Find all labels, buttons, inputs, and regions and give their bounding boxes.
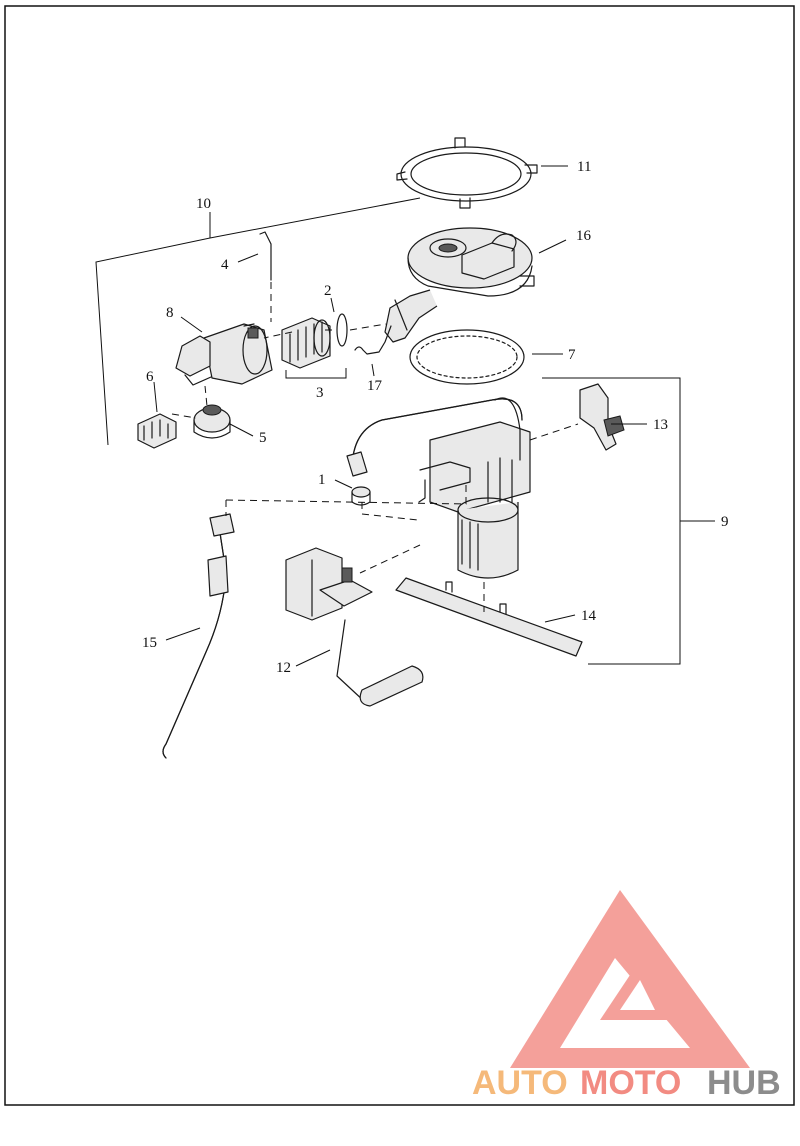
part-16-flange bbox=[384, 227, 535, 343]
callout-8: 8 bbox=[166, 305, 174, 321]
part-13-level-sender bbox=[579, 383, 625, 451]
callout-1: 1 bbox=[318, 472, 326, 488]
bracket-10 bbox=[95, 197, 421, 446]
watermark-moto: MOTO bbox=[580, 1064, 681, 1102]
part-8-filter-housing bbox=[175, 323, 273, 386]
assembly-paths bbox=[171, 323, 579, 612]
callout-10: 10 bbox=[196, 196, 211, 212]
callout-17: 17 bbox=[367, 378, 383, 394]
page-frame bbox=[4, 5, 795, 1106]
watermark-logo: AUTO MOTO HUB bbox=[472, 890, 781, 1102]
part-9-pump-assembly bbox=[346, 397, 531, 579]
callout-6: 6 bbox=[146, 369, 154, 385]
part-14-bracket bbox=[395, 577, 583, 657]
callout-11: 11 bbox=[577, 159, 591, 175]
part-7-seal-ring bbox=[409, 329, 525, 385]
part-4-wire bbox=[259, 231, 272, 281]
part-11-gasket bbox=[396, 137, 538, 209]
part-2-oring bbox=[336, 313, 348, 347]
watermark-hub: HUB bbox=[707, 1064, 781, 1102]
callout-15: 15 bbox=[142, 635, 157, 651]
callout-9: 9 bbox=[721, 514, 729, 530]
leader-lines bbox=[153, 165, 715, 667]
callout-5: 5 bbox=[259, 430, 267, 446]
callout-7: 7 bbox=[568, 347, 576, 363]
callout-2: 2 bbox=[324, 283, 332, 299]
callout-14: 14 bbox=[581, 608, 597, 624]
part-6-strainer bbox=[137, 413, 177, 449]
part-12-float-assembly bbox=[285, 547, 424, 707]
part-5-regulator bbox=[193, 404, 231, 439]
callout-3: 3 bbox=[316, 385, 324, 401]
watermark-auto: AUTO bbox=[472, 1064, 568, 1102]
part-17-clip bbox=[354, 325, 392, 355]
callout-12: 12 bbox=[276, 660, 291, 676]
callout-labels: 11 16 7 13 9 14 12 15 1 4 8 6 5 2 3 17 1… bbox=[142, 159, 729, 676]
bracket-3 bbox=[285, 368, 347, 379]
callout-4: 4 bbox=[221, 257, 229, 273]
part-3-filter-element bbox=[281, 317, 331, 369]
part-15-hose bbox=[162, 513, 235, 759]
callout-13: 13 bbox=[653, 417, 668, 433]
callout-16: 16 bbox=[576, 228, 592, 244]
